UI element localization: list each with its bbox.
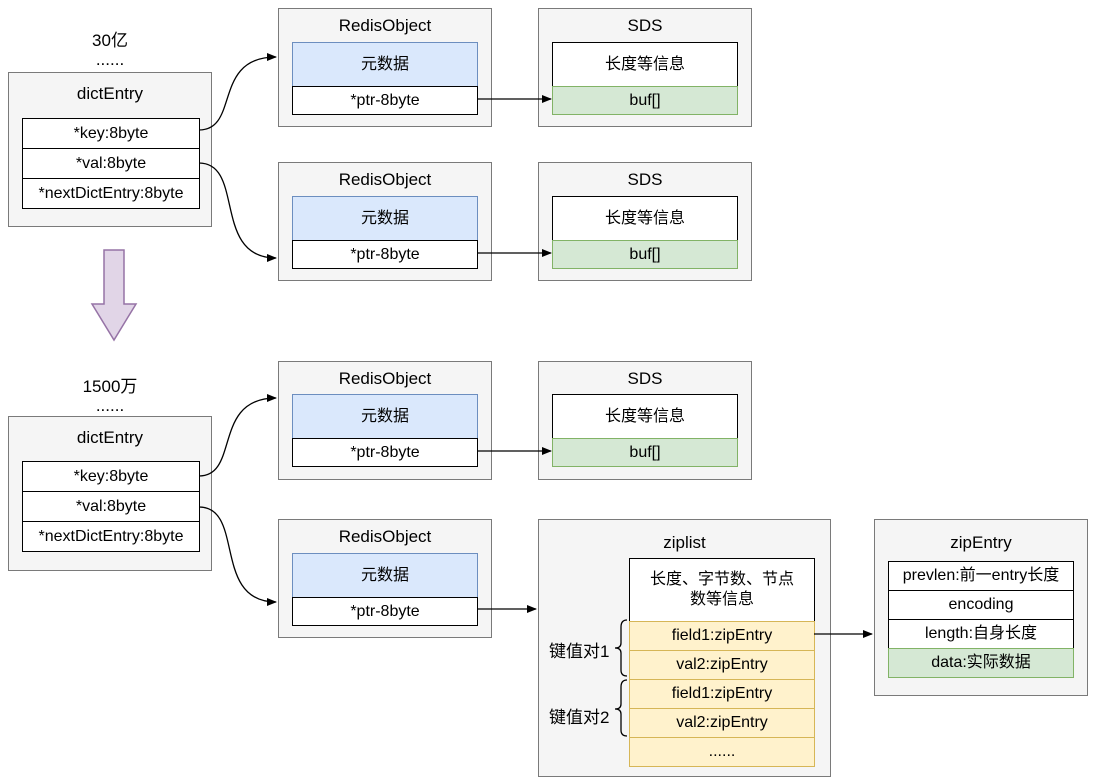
pair1-brace <box>614 619 628 677</box>
ziplist-header-line2: 数等信息 <box>689 591 754 608</box>
dictentry-val: *val:8byte <box>22 148 200 179</box>
redisobject-metadata: 元数据 <box>292 196 478 241</box>
top-dictentry: dictEntry *key:8byte *val:8byte *nextDic… <box>8 72 212 227</box>
dictentry-title: dictEntry <box>76 428 144 447</box>
redisobject-title: RedisObject <box>338 16 432 35</box>
ziplist: ziplist 长度、字节数、节点 数等信息 field1:zipEntry v… <box>538 519 831 777</box>
bottom-redisobject-2: RedisObject 元数据 *ptr-8byte <box>278 519 492 638</box>
top-redisobject-2: RedisObject 元数据 *ptr-8byte <box>278 162 492 281</box>
ziplist-entry: field1:zipEntry <box>629 679 815 709</box>
ziplist-title: ziplist <box>663 533 706 552</box>
redisobject-ptr: *ptr-8byte <box>292 86 478 115</box>
dictentry-next: *nextDictEntry:8byte <box>22 178 200 209</box>
ziplist-header-line1: 长度、字节数、节点 <box>649 571 794 588</box>
bottom-dictentry: dictEntry *key:8byte *val:8byte *nextDic… <box>8 416 212 571</box>
arrow-key-to-redisobject <box>198 53 277 131</box>
sds-title: SDS <box>627 369 663 388</box>
redisobject-title: RedisObject <box>338 527 432 546</box>
redisobject-ptr: *ptr-8byte <box>292 240 478 269</box>
redisobject-metadata: 元数据 <box>292 394 478 439</box>
top-ellipsis: ...... <box>95 50 125 69</box>
dictentry-next: *nextDictEntry:8byte <box>22 521 200 552</box>
zipentry-title: zipEntry <box>950 533 1012 552</box>
zipentry-prevlen: prevlen:前一entry长度 <box>888 561 1074 591</box>
redisobject-metadata: 元数据 <box>292 553 478 598</box>
sds-buf: buf[] <box>552 86 738 115</box>
top-redisobject-1: RedisObject 元数据 *ptr-8byte <box>278 8 492 127</box>
ziplist-entry: val2:zipEntry <box>629 708 815 738</box>
redisobject-metadata: 元数据 <box>292 42 478 87</box>
bottom-count-label: 1500万 <box>82 377 138 396</box>
ziplist-header: 长度、字节数、节点 数等信息 <box>629 558 815 622</box>
pair2-label: 键值对2 <box>549 708 610 727</box>
ziplist-entry: field1:zipEntry <box>629 621 815 651</box>
ziplist-entry: val2:zipEntry <box>629 650 815 680</box>
zipentry: zipEntry prevlen:前一entry长度 encoding leng… <box>874 519 1088 696</box>
top-sds-1: SDS 长度等信息 buf[] <box>538 8 752 127</box>
sds-buf: buf[] <box>552 240 738 269</box>
redisobject-title: RedisObject <box>338 369 432 388</box>
bottom-sds-1: SDS 长度等信息 buf[] <box>538 361 752 480</box>
arrow-val-to-redisobject <box>198 506 277 606</box>
arrow-val-to-redisobject <box>198 162 277 262</box>
sds-title: SDS <box>627 16 663 35</box>
redisobject-title: RedisObject <box>338 170 432 189</box>
bottom-redisobject-1: RedisObject 元数据 *ptr-8byte <box>278 361 492 480</box>
sds-title: SDS <box>627 170 663 189</box>
dictentry-title: dictEntry <box>76 84 144 103</box>
top-count-label: 30亿 <box>92 31 128 50</box>
top-sds-2: SDS 长度等信息 buf[] <box>538 162 752 281</box>
zipentry-length: length:自身长度 <box>888 619 1074 649</box>
sds-info: 长度等信息 <box>552 196 738 241</box>
arrow-key-to-redisobject <box>198 394 277 477</box>
bottom-ellipsis: ...... <box>95 396 125 415</box>
dictentry-key: *key:8byte <box>22 118 200 149</box>
transition-down-arrow <box>90 249 138 342</box>
redisobject-ptr: *ptr-8byte <box>292 438 478 467</box>
ziplist-entry: ...... <box>629 737 815 767</box>
pair1-label: 键值对1 <box>549 642 610 661</box>
redisobject-ptr: *ptr-8byte <box>292 597 478 626</box>
zipentry-data: data:实际数据 <box>888 648 1074 678</box>
sds-info: 长度等信息 <box>552 42 738 87</box>
pair2-brace <box>614 679 628 737</box>
sds-buf: buf[] <box>552 438 738 467</box>
